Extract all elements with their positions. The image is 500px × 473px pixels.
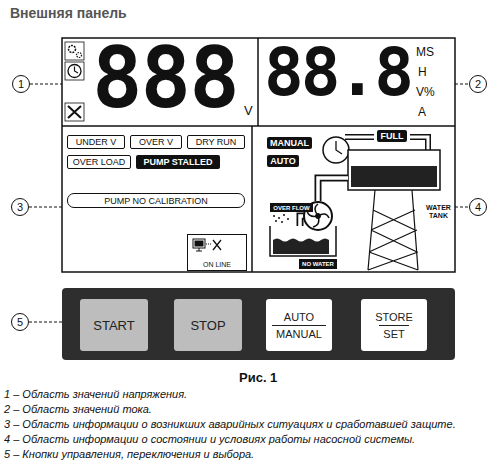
figure-caption: Рис. 1 — [239, 371, 277, 384]
callout-number: 3 — [11, 198, 29, 216]
node-text: FULL — [381, 131, 404, 141]
unit-label: V — [244, 104, 253, 117]
legend-note: 1 – Область значений напряжения. — [4, 389, 187, 400]
alarm-badge: PUMP STALLED — [136, 155, 220, 169]
alarm-badge: OVER LOAD — [67, 155, 131, 169]
node-text: 5 — [17, 316, 23, 328]
node-text: AUTO — [280, 309, 318, 325]
alarm-badge: DRY RUN — [187, 135, 245, 149]
node-text: DRY RUN — [196, 137, 237, 147]
node-text: SET — [379, 325, 408, 342]
legend-note: 3 – Область информации о возникших авари… — [4, 419, 456, 430]
node-text: UNDER V — [76, 137, 117, 147]
node-text: AUTO — [270, 156, 295, 166]
alarm-badge: UNDER V — [67, 135, 125, 149]
digit-display: 888 — [92, 36, 238, 120]
panel-title: Внешняя панель — [10, 6, 127, 20]
status-badge: NO WATER — [299, 259, 337, 269]
node-text: 2 — [475, 78, 481, 90]
mode-badge: MANUAL — [267, 137, 312, 149]
node-text: STORE — [371, 309, 417, 325]
node-text: NO WATER — [302, 261, 334, 267]
online-box: ON LINE — [187, 234, 247, 271]
panel-button: STORESET — [361, 299, 427, 351]
node-text: MANUAL — [272, 325, 326, 342]
node-text: STOP — [190, 318, 225, 333]
node-text: PUMP STALLED — [143, 157, 212, 167]
node-text: OVER V — [139, 137, 173, 147]
panel-button: START — [80, 299, 148, 351]
digit-display: 88.8 — [264, 40, 411, 106]
legend-note: 4 – Область информации о состоянии и усл… — [4, 434, 415, 445]
panel-button: STOP — [174, 299, 242, 351]
legend-note: 2 – Область значений тока. — [4, 404, 152, 415]
unit-label: V% — [416, 86, 435, 98]
node-text: MANUAL — [270, 138, 309, 148]
unit-label: A — [418, 106, 426, 118]
callout-number: 2 — [469, 75, 487, 93]
node-text: PUMP NO CALIBRATION — [104, 196, 208, 206]
node-text: 4 — [475, 201, 481, 213]
callout-number: 1 — [12, 75, 30, 93]
node-text: START — [93, 318, 134, 333]
node-text: OVER LOAD — [73, 157, 126, 167]
status-badge: OVER FLOW — [270, 203, 313, 212]
node-text: 1 — [18, 78, 24, 90]
unit-label: MS — [416, 46, 434, 58]
mode-badge: AUTO — [267, 155, 299, 167]
node-text: OVER FLOW — [273, 205, 309, 211]
status-badge: FULL — [377, 130, 407, 142]
callout-number: 5 — [11, 313, 29, 331]
legend-note: 5 – Кнопки управления, переключения и вы… — [4, 449, 254, 460]
panel-button: AUTOMANUAL — [266, 299, 332, 351]
tank-label: WATER TANK — [424, 204, 453, 221]
node-text: 3 — [17, 201, 23, 213]
unit-label: H — [418, 66, 427, 78]
alarm-badge: OVER V — [130, 135, 182, 149]
node-text: ON LINE — [203, 261, 231, 268]
callout-number: 4 — [469, 198, 487, 216]
alarm-badge: PUMP NO CALIBRATION — [67, 193, 245, 208]
